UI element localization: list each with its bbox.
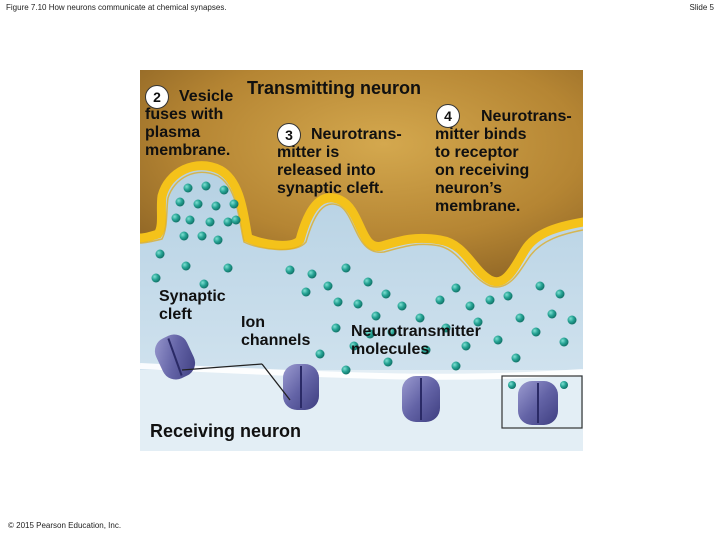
copyright: © 2015 Pearson Education, Inc. <box>8 521 122 530</box>
ion-channel-left <box>154 334 196 380</box>
neurotransmitter-molecule <box>341 263 351 273</box>
neurotransmitter-molecule <box>205 217 215 227</box>
synapse-illustration <box>140 70 583 451</box>
neurotransmitter-molecule <box>441 323 451 333</box>
ion-channel-highlighted <box>501 375 583 429</box>
ion-channel-center <box>283 364 319 410</box>
neurotransmitter-molecule <box>461 341 471 351</box>
postsynaptic-membrane <box>140 363 583 380</box>
neurotransmitter-molecule <box>333 297 343 307</box>
neurotransmitter-molecule <box>511 353 521 363</box>
neurotransmitter-molecule <box>223 263 233 273</box>
neurotransmitter-molecule <box>349 341 359 351</box>
neurotransmitter-molecule <box>353 299 363 309</box>
neurotransmitter-molecule <box>223 217 233 227</box>
step-4-badge: 4 <box>436 104 460 128</box>
neurotransmitter-molecule <box>179 231 189 241</box>
neurotransmitter-molecule <box>307 269 317 279</box>
ion-channels-label: Ion channels <box>241 314 311 349</box>
neurotransmitter-molecule <box>331 323 341 333</box>
neurotransmitter-molecule <box>171 213 181 223</box>
neurotransmitter-molecule <box>365 329 375 339</box>
neurotransmitter-molecule <box>515 313 525 323</box>
neurotransmitter-molecule <box>219 185 229 195</box>
slide-number: Slide 5 <box>689 3 714 12</box>
presynaptic-membrane <box>140 161 583 287</box>
neurotransmitter-molecule <box>451 283 461 293</box>
step-2-badge: 2 <box>145 85 169 109</box>
step-3-text: Neurotrans- mitter is released into syna… <box>277 126 402 197</box>
neurotransmitter-molecule <box>485 295 495 305</box>
transmitting-neuron-label: Transmitting neuron <box>247 78 422 98</box>
step-4-text: Neurotrans- mitter binds to receptor on … <box>435 108 572 215</box>
neurotransmitter-molecule <box>415 313 425 323</box>
neurotransmitter-molecule <box>381 289 391 299</box>
neurotransmitter-molecule <box>197 231 207 241</box>
neurotransmitter-molecule <box>151 273 161 283</box>
step-3-badge: 3 <box>277 123 301 147</box>
neurotransmitter-molecule <box>301 287 311 297</box>
neurotransmitter-molecule <box>201 181 211 191</box>
ion-channel-right <box>402 376 440 422</box>
neurotransmitter-molecules-label: Neurotransmitter molecules <box>351 323 481 358</box>
neurotransmitter-molecule <box>397 301 407 311</box>
neurotransmitter-molecule <box>451 361 461 371</box>
neurotransmitter-molecule <box>435 295 445 305</box>
neurotransmitter-molecule <box>555 289 565 299</box>
neurotransmitter-molecule <box>193 199 203 209</box>
neurotransmitter-molecule <box>213 235 223 245</box>
neurotransmitter-molecule <box>315 349 325 359</box>
neurotransmitter-molecule <box>199 279 209 289</box>
neurotransmitter-molecule <box>183 183 193 193</box>
neurotransmitter-molecule <box>363 277 373 287</box>
neurotransmitter-molecule <box>383 357 393 367</box>
synaptic-cleft-label: Synaptic cleft <box>159 288 226 323</box>
neurotransmitter-molecule <box>185 215 195 225</box>
neurotransmitter-molecule <box>231 215 241 225</box>
neurotransmitter-molecule <box>175 197 185 207</box>
figure-title: Figure 7.10 How neurons communicate at c… <box>6 3 227 12</box>
neurotransmitter-molecule <box>323 281 333 291</box>
neurotransmitter-molecule <box>547 309 557 319</box>
neurotransmitter-molecules <box>151 181 577 375</box>
neurotransmitter-molecule <box>181 261 191 271</box>
neurotransmitter-molecule <box>567 315 577 325</box>
neurotransmitter-molecule <box>229 199 239 209</box>
neurotransmitter-molecule <box>371 311 381 321</box>
neurotransmitter-molecule <box>473 317 483 327</box>
neurotransmitter-molecule <box>285 265 295 275</box>
neurotransmitter-molecule <box>503 291 513 301</box>
receiving-neuron-label: Receiving neuron <box>150 421 302 441</box>
synapse-diagram: Transmitting neuron 2 Vesicle fuses with… <box>140 70 583 451</box>
step-2-text: Vesicle fuses with plasma membrane. <box>145 88 234 159</box>
neurotransmitter-molecule <box>421 345 431 355</box>
neurotransmitter-molecule <box>155 249 165 259</box>
neurotransmitter-molecule <box>465 301 475 311</box>
ion-channel-pointer <box>181 363 291 401</box>
neurotransmitter-molecule <box>493 335 503 345</box>
neurotransmitter-molecule <box>387 327 397 337</box>
neurotransmitter-molecule <box>341 365 351 375</box>
neurotransmitter-molecule <box>559 337 569 347</box>
neurotransmitter-molecule <box>535 281 545 291</box>
neurotransmitter-molecule <box>211 201 221 211</box>
neurotransmitter-molecule <box>531 327 541 337</box>
